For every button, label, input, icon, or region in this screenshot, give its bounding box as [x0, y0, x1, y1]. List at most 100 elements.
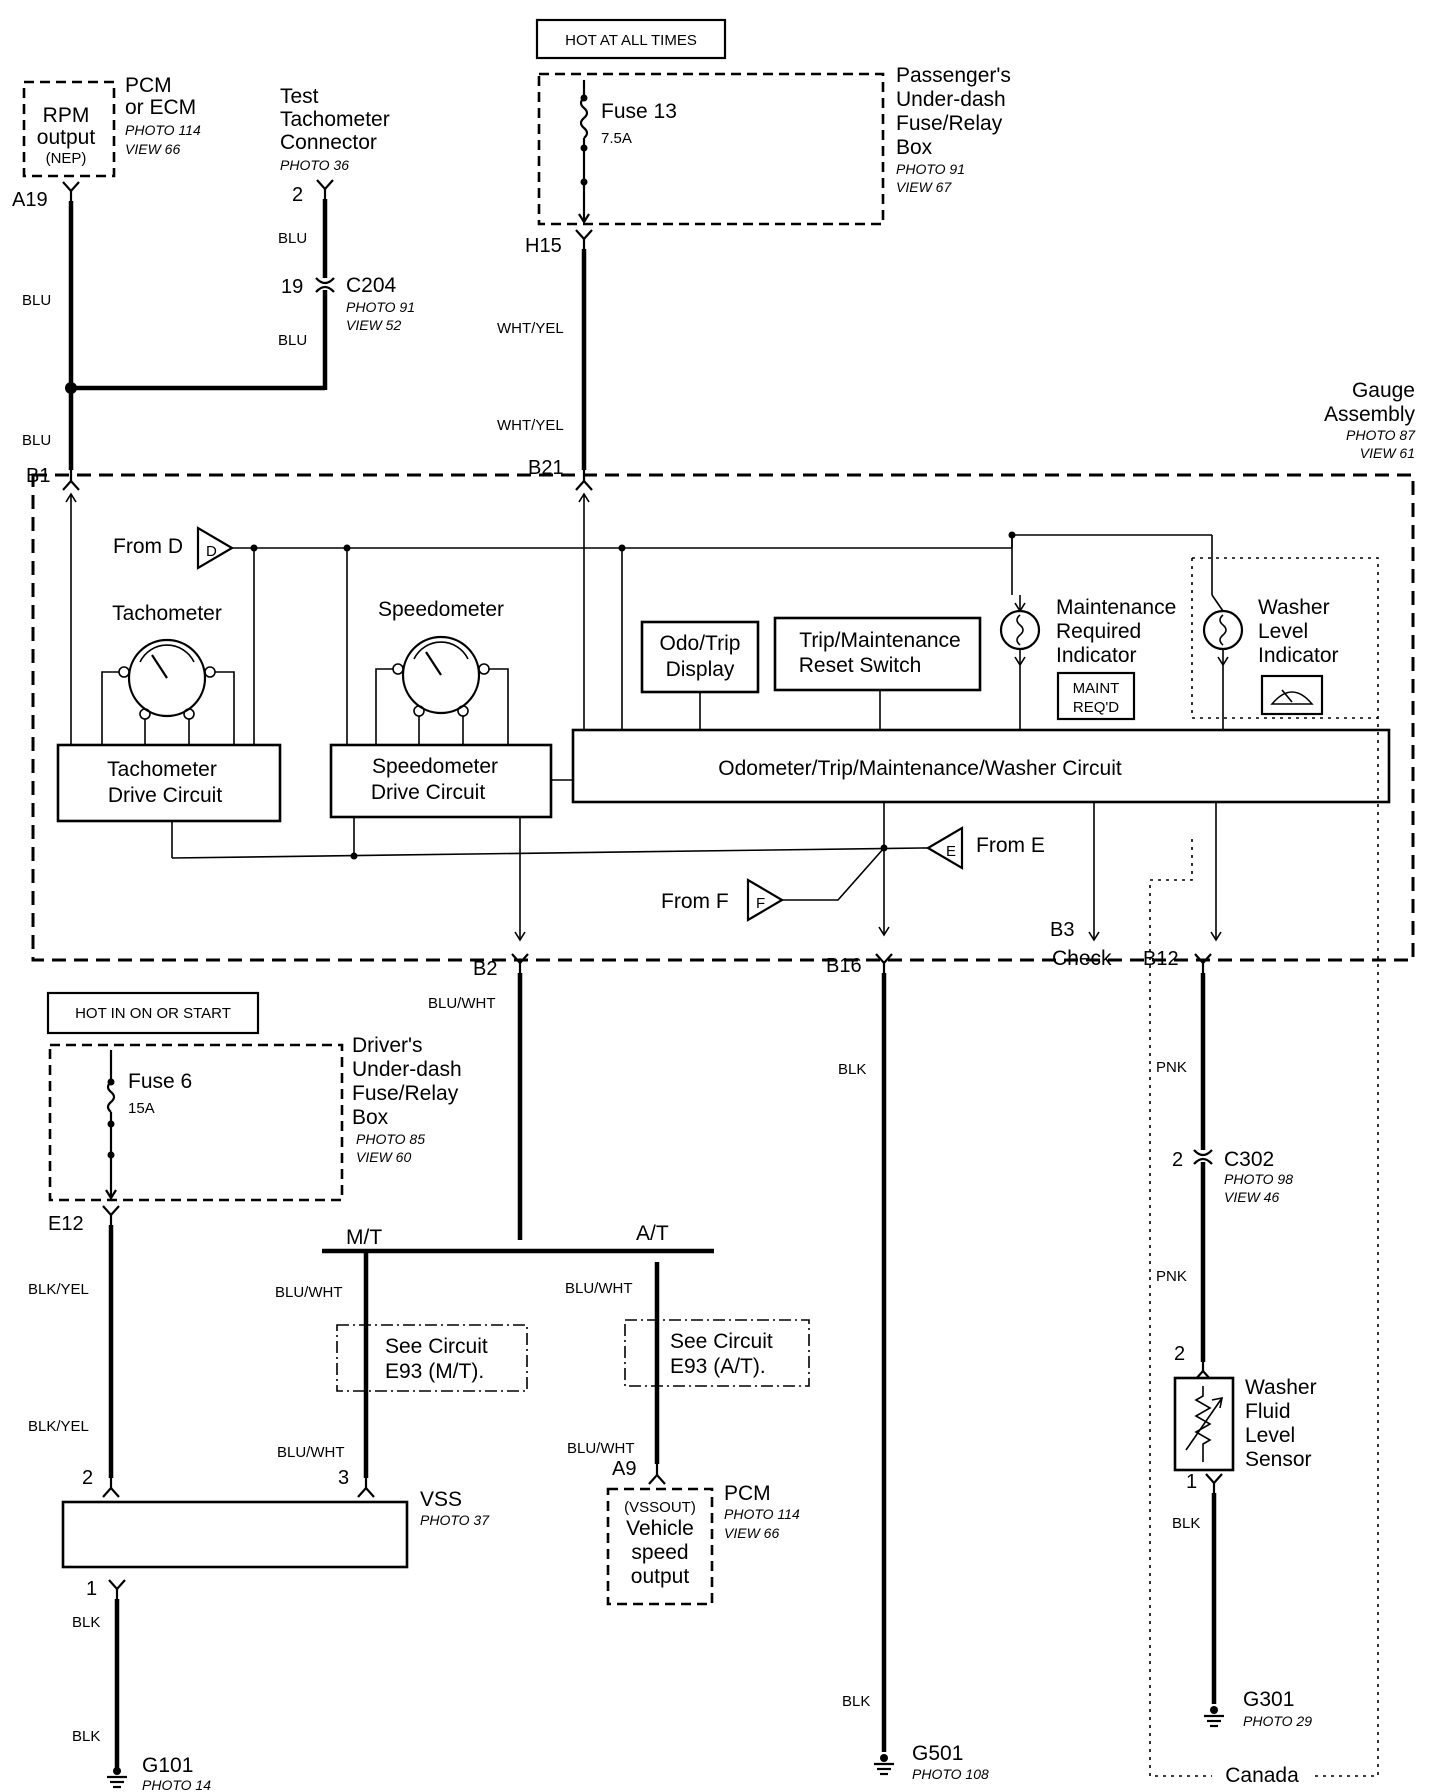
speedo-terminal-r	[478, 663, 490, 675]
tach-wire-r	[215, 671, 235, 745]
washer-sensor-label-4: Sensor	[1245, 1448, 1312, 1471]
terminal-vss-1: 1	[86, 1578, 97, 1600]
test-tach-label-2: Tachometer	[280, 108, 390, 131]
rpm-output-label-1: RPM	[43, 104, 90, 127]
washer-indicator-label-3: Indicator	[1258, 644, 1339, 667]
canada-region-left	[1191, 558, 1378, 719]
g301-label: G301	[1243, 1688, 1294, 1711]
speedometer-needle	[425, 651, 442, 676]
connector-vss-1	[107, 1578, 127, 1602]
driver-box-label-3: Fuse/Relay	[352, 1082, 459, 1105]
speedo-terminal-l	[392, 663, 404, 675]
terminal-b12: B12	[1143, 948, 1179, 970]
test-tach-label-1: Test	[280, 85, 319, 108]
connector-c204-bottom	[315, 285, 335, 293]
connector-b1	[61, 468, 81, 492]
tach-terminal-bl	[139, 708, 151, 720]
hot-in-on-or-start-label: HOT IN ON OR START	[75, 1005, 231, 1022]
sensor-variable-arrowhead	[1211, 1396, 1224, 1409]
sensor-resistor-symbol	[1194, 1386, 1212, 1462]
terminal-19: 19	[281, 276, 303, 298]
connector-vss-2	[101, 1475, 121, 1499]
hot-in-on-or-start-box	[46, 991, 260, 1035]
wire-label-blu-wht-at-upper: BLU/WHT	[565, 1280, 633, 1297]
odo-ground-arrow	[878, 926, 890, 937]
wire-label-blu-wht-at-lower: BLU/WHT	[567, 1440, 635, 1457]
check-label: Check	[1052, 947, 1112, 970]
pcm-bottom-view: VIEW 66	[724, 1525, 779, 1541]
fuse6-symbol	[106, 1081, 116, 1113]
c204-view: VIEW 52	[346, 317, 401, 333]
wire-label-blu-wht-b2: BLU/WHT	[428, 995, 496, 1012]
speedometer-label: Speedometer	[378, 598, 504, 621]
see-circuit-at-label-1: See Circuit	[670, 1330, 773, 1353]
odometer-circuit-box	[571, 728, 1391, 804]
washer-indicator-bulb	[1202, 609, 1244, 651]
tach-feed-arrow	[65, 492, 77, 503]
see-circuit-at-box	[624, 1319, 810, 1387]
connector-b12	[1193, 952, 1213, 976]
from-f-label: From F	[661, 890, 729, 913]
passenger-box-label-2: Under-dash	[896, 88, 1006, 111]
fuse6-label: Fuse 6	[128, 1070, 192, 1093]
terminal-a9: A9	[612, 1458, 636, 1480]
washer-sensor-label-2: Fluid	[1245, 1400, 1291, 1423]
tachometer-scale	[139, 644, 195, 663]
vssout-label-4: output	[631, 1565, 690, 1588]
speedo-drive-label-2: Drive Circuit	[371, 781, 486, 804]
maint-reqd-label-1: MAINT	[1073, 680, 1120, 697]
wire-label-pnk-upper: PNK	[1156, 1059, 1187, 1076]
terminal-sensor-1: 1	[1186, 1471, 1197, 1493]
b3-arrow	[1088, 931, 1100, 942]
wiper-icon	[1281, 689, 1293, 703]
fuse13-arrow	[578, 213, 590, 225]
wire-label-wht-yel-lower: WHT/YEL	[497, 417, 564, 434]
maint-indicator-label-2: Required	[1056, 620, 1141, 643]
pcm-top-photo: PHOTO 114	[125, 122, 201, 138]
from-f-wire	[782, 847, 885, 901]
vssout-label-3: speed	[631, 1541, 688, 1564]
from-e-label: From E	[976, 834, 1045, 857]
terminal-b2: B2	[473, 958, 497, 980]
wire-label-blu-test-upper: BLU	[278, 230, 307, 247]
terminal-sensor-2: 2	[1174, 1343, 1185, 1365]
wire-label-blu-a19: BLU	[22, 292, 51, 309]
washer-indicator-top-lead	[1211, 594, 1224, 612]
washer-indicator-filament	[1219, 614, 1227, 646]
odo-feed-arrow	[578, 492, 590, 503]
odo-circuit-label: Odometer/Trip/Maintenance/Washer Circuit	[718, 757, 1122, 780]
see-circuit-at-label-2: E93 (A/T).	[670, 1355, 766, 1378]
trip-reset-switch-box	[773, 616, 982, 692]
maint-indicator-filament	[1016, 614, 1024, 646]
see-circuit-mt-box	[336, 1324, 528, 1392]
connector-a9	[647, 1462, 667, 1486]
ground-g101-symbol	[105, 1765, 129, 1789]
terminal-e12: E12	[48, 1213, 84, 1235]
tach-wire-l	[101, 671, 119, 745]
tachometer-gauge	[127, 638, 207, 718]
terminal-vss-2: 2	[82, 1467, 93, 1489]
tachometer-drive-circuit-box	[56, 743, 282, 823]
wire-label-blk-yel-upper: BLK/YEL	[28, 1281, 89, 1298]
speedometer-drive-circuit-box	[329, 743, 553, 819]
terminal-b16: B16	[826, 955, 862, 977]
wire-label-blk-yel-lower: BLK/YEL	[28, 1418, 89, 1435]
pcm-bottom-photo: PHOTO 114	[724, 1506, 800, 1522]
vss-box	[61, 1500, 409, 1569]
wire-label-blu-b1: BLU	[22, 432, 51, 449]
maint-reqd-badge	[1056, 671, 1136, 721]
b2-arrow	[514, 931, 526, 942]
mt-label: M/T	[346, 1226, 382, 1249]
wire-label-blu-wht-mt-upper: BLU/WHT	[275, 1284, 343, 1301]
tach-terminal-r	[204, 666, 216, 678]
driver-fuse-box	[48, 1043, 344, 1202]
test-tach-photo: PHOTO 36	[280, 157, 349, 173]
terminal-h15: H15	[525, 235, 562, 257]
terminal-b3: B3	[1050, 919, 1074, 941]
hot-at-all-times-label: HOT AT ALL TIMES	[565, 32, 697, 49]
gauge-label-2: Assembly	[1324, 403, 1416, 426]
tach-drive-label-1: Tachometer	[107, 758, 217, 781]
driver-box-photo: PHOTO 85	[356, 1131, 425, 1147]
terminal-c302-2: 2	[1172, 1149, 1183, 1171]
trip-reset-label-2: Reset Switch	[799, 654, 922, 677]
